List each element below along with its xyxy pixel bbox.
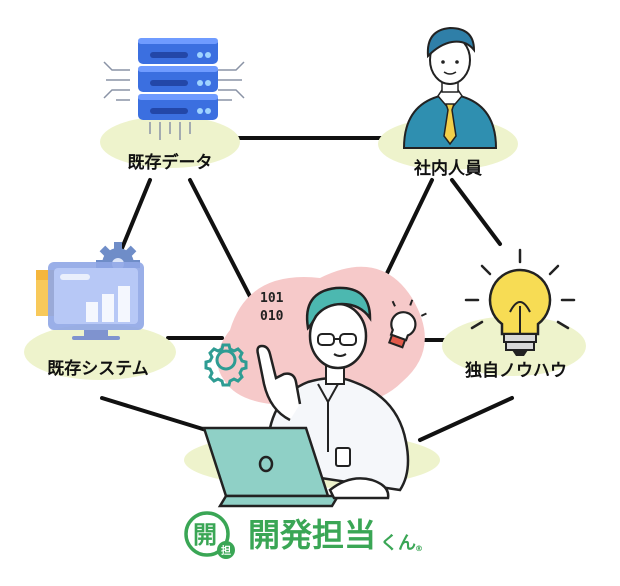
businessman-icon (402, 26, 498, 149)
node-label-existing-systems: 既存システム (47, 358, 149, 379)
glasses (317, 333, 357, 346)
brand-logo: 開 担 開発担当 くん ® (184, 511, 423, 559)
node-staff: 社内人員 (378, 26, 518, 179)
node-existing-systems: 既存システム (24, 242, 176, 380)
logo-badge-char: 開 (193, 521, 217, 549)
lightbulb-icon (464, 248, 576, 356)
idea-bulb-icon (387, 299, 427, 349)
system-dashboard-icon (36, 242, 144, 340)
person-hair (305, 286, 372, 331)
link-systems-laptop (100, 396, 208, 432)
connector-lines (100, 136, 514, 442)
node-existing-data: 既存データ (100, 38, 245, 173)
node-pad (24, 324, 176, 380)
gear-icon (204, 343, 248, 387)
brand-suffix: くん (380, 533, 416, 554)
pointing-hand (256, 344, 302, 422)
node-label-staff: 社内人員 (413, 158, 482, 179)
node-label-know-how: 独自ノウハウ (465, 360, 567, 381)
link-knowhow-laptop (418, 396, 514, 442)
brand-name: 開発担当 (248, 516, 376, 554)
logo-sub-char: 担 (221, 544, 231, 557)
binary-text: 101 010 (260, 291, 291, 324)
link-data-center (188, 178, 260, 314)
typing-hand (328, 477, 390, 500)
node-know-how: 独自ノウハウ (442, 248, 586, 381)
registered-mark: ® (415, 544, 423, 553)
laptop-icon (202, 426, 341, 508)
node-pad (100, 116, 240, 168)
link-staff-knowhow (450, 178, 502, 246)
id-badge (335, 447, 351, 467)
center-developer-illustration: 101 010 (184, 266, 440, 508)
logo-sub-badge (217, 541, 235, 559)
node-label-existing-data: 既存データ (128, 152, 213, 173)
logo-badge (184, 511, 230, 557)
server-icon (103, 38, 245, 140)
link-data-systems (116, 178, 152, 260)
